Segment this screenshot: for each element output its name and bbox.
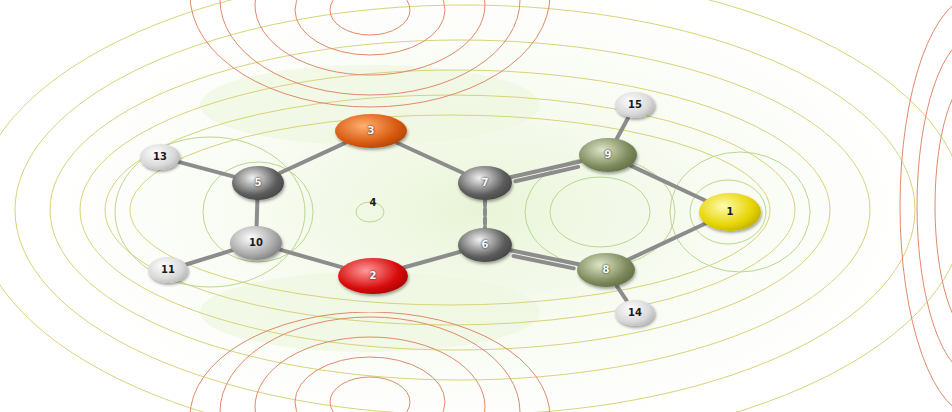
atom-number: 7 (482, 178, 489, 188)
atom-number: 10 (249, 238, 263, 248)
chemical-bond (510, 161, 581, 181)
chemical-bond (629, 224, 706, 260)
chemical-bond (255, 200, 260, 226)
atom-sphere: 6 (458, 228, 512, 262)
atom-sphere: 1 (699, 193, 761, 231)
atom-number: 4 (370, 198, 377, 208)
chemical-bond (186, 250, 232, 264)
chemical-bond (404, 252, 461, 268)
chemical-bond (397, 143, 463, 173)
chemical-bond (179, 162, 234, 177)
atom-number: 14 (628, 308, 642, 318)
atom-number: 3 (368, 126, 375, 136)
atom-sphere: 10 (230, 226, 282, 260)
chemical-bond (511, 250, 579, 268)
atom-sphere: 5 (232, 166, 284, 200)
chemical-bond (631, 166, 706, 201)
atom-number: 5 (255, 178, 262, 188)
chemical-bond (279, 143, 345, 173)
atom-number: 15 (628, 100, 642, 110)
atom-sphere: 9 (579, 138, 637, 172)
atom-sphere: 7 (458, 166, 512, 200)
atom-number: 6 (482, 240, 489, 250)
chemical-bond (280, 250, 342, 268)
atom-sphere: 13 (140, 144, 180, 170)
chemical-bond (617, 117, 629, 139)
atom-number: 11 (161, 265, 175, 275)
atom-sphere: 2 (338, 258, 408, 294)
atom-number: 8 (603, 265, 610, 275)
chemical-bond (483, 200, 487, 228)
atom-sphere: 8 (577, 253, 635, 287)
atom-sphere: 11 (148, 257, 188, 283)
chemical-bond (617, 286, 627, 301)
atom-sphere: 4 (361, 191, 384, 215)
atom-number: 2 (370, 271, 377, 281)
atom-sphere: 14 (615, 300, 655, 326)
atom-sphere: 3 (335, 114, 407, 148)
atom-number: 1 (727, 207, 734, 217)
atom-sphere: 15 (615, 92, 655, 118)
atom-number: 9 (605, 150, 612, 160)
atom-number: 13 (153, 152, 167, 162)
